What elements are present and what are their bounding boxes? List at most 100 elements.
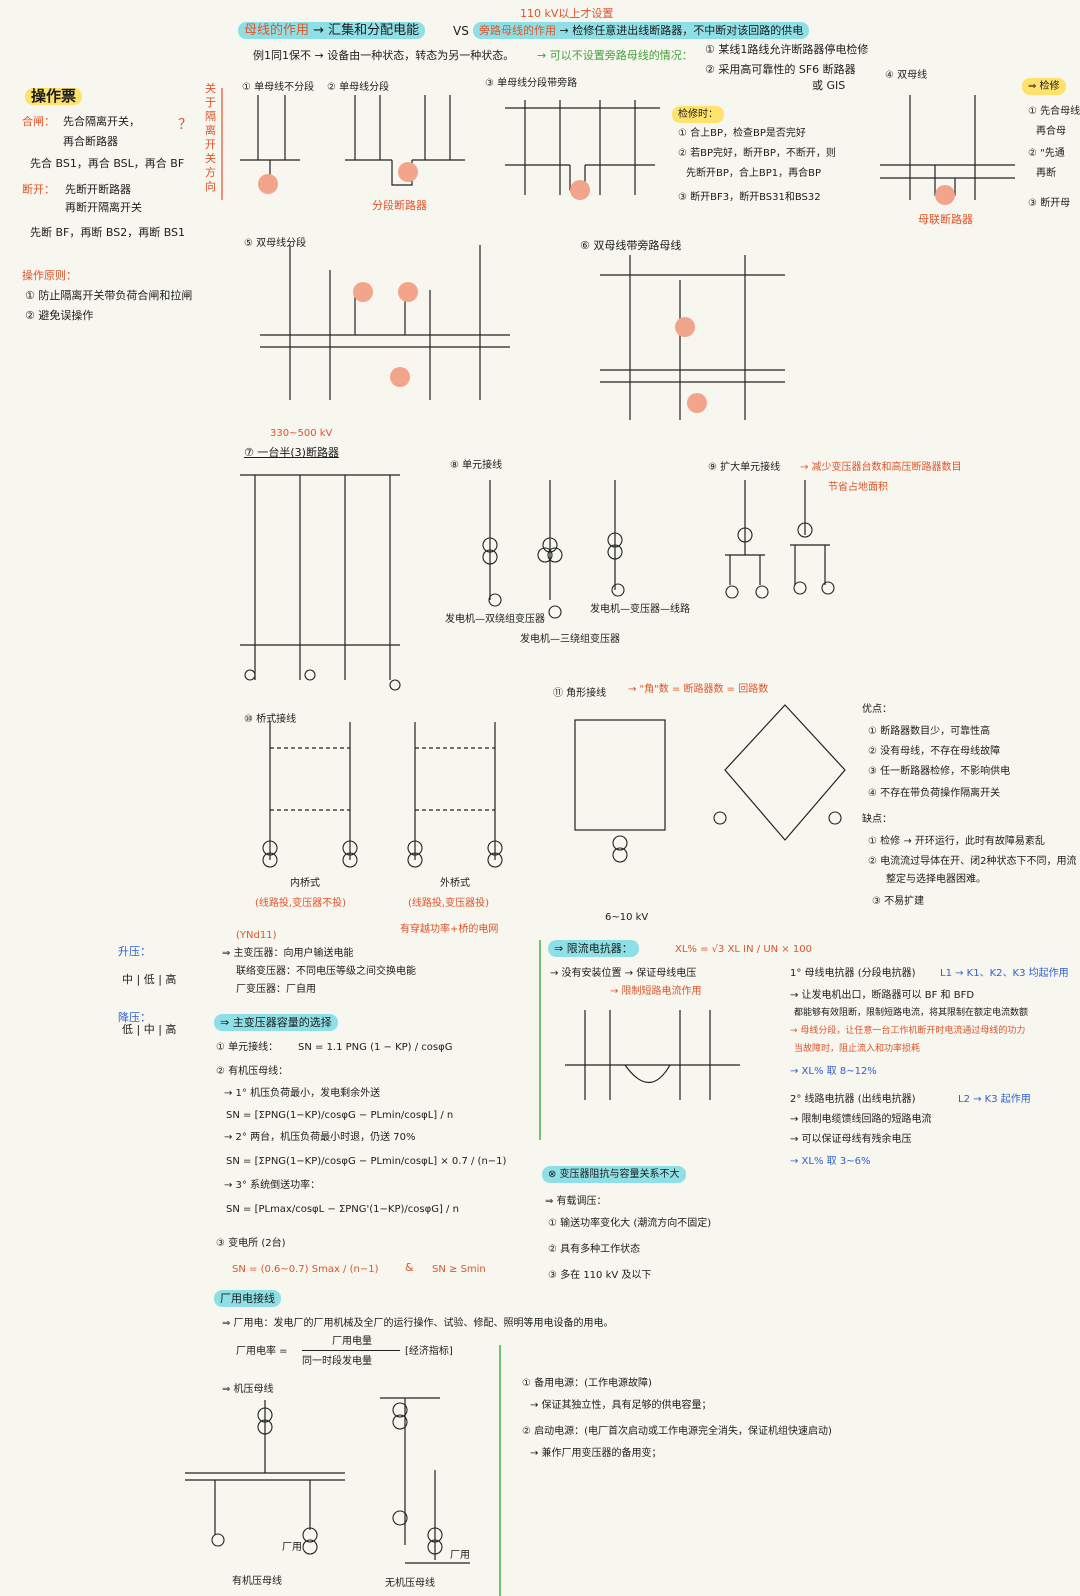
bus-role-desc: → 汇集和分配电能 bbox=[313, 23, 420, 38]
close-label: 合闸： bbox=[22, 115, 55, 128]
diagram-6-title: ⑥ 双母线带旁路母线 bbox=[580, 239, 682, 252]
gen-bus-label: ⇒ 机压母线 bbox=[222, 1384, 274, 1395]
sub-and: & bbox=[405, 1261, 414, 1274]
operation-title: 操作票 bbox=[25, 88, 83, 105]
tx-impedance-title: ⊗ 变压器阻抗与容量关系不大 bbox=[542, 1166, 686, 1183]
right-edge-item-1b: 再合母 bbox=[1036, 126, 1066, 137]
gen-bus: ② 有机压母线： bbox=[216, 1066, 289, 1077]
ynd-note: (YNd11) bbox=[236, 930, 277, 941]
diagram-9-title: ⑨ 扩大单元接线 bbox=[708, 462, 781, 473]
bus-reactor-note: L1 → K1、K2、K3 均起作用 bbox=[940, 968, 1069, 979]
reactor-title: ⇒ 限流电抗器： bbox=[548, 940, 639, 957]
link-tx: 联络变压器：不同电压等级之间交换电能 bbox=[236, 966, 416, 977]
bypass-role-title: 旁路母线的作用 → 检修任意进出线断路器，不中断对该回路的供电 bbox=[473, 22, 810, 39]
aux-rate-label: 厂用电率 = bbox=[236, 1346, 288, 1357]
formula-2: SN = [ΣPNG(1−KP)/cosφG − PLmin/cosφL] × … bbox=[226, 1156, 507, 1167]
reactor-formula: XL% = √3 XL IN / UN × 100 bbox=[675, 944, 812, 955]
d9-note-2: 节省占地面积 bbox=[828, 482, 888, 493]
bypass-role-label: 旁路母线的作用 bbox=[479, 24, 556, 37]
bus-xl: → XL% 取 8~12% bbox=[790, 1066, 877, 1077]
aux-tx: 厂变压器：厂自用 bbox=[236, 984, 316, 995]
open-step-2: 再断开隔离开关 bbox=[65, 201, 142, 214]
sub-formula: SN = (0.6~0.7) Smax / (n−1) bbox=[232, 1264, 379, 1275]
bypass-note-under: → 可以不设置旁路母线的情况： bbox=[537, 49, 693, 62]
reactor-purpose: → 没有安装位置 → 保证母线电压 bbox=[550, 968, 697, 979]
onload-title: ⇒ 有载调压： bbox=[545, 1196, 607, 1207]
backup-desc: → 保证其独立性，具有足够的供电容量； bbox=[530, 1400, 712, 1411]
without-gen-bus: 无机压母线 bbox=[385, 1578, 435, 1589]
d8-label-1: 发电机—双绕组变压器 bbox=[445, 614, 545, 625]
start-desc: → 兼作厂用变压器的备用变； bbox=[530, 1448, 662, 1459]
right-edge-item-3: ③ 断开母 bbox=[1028, 198, 1071, 209]
principle-1: ① 防止隔离开关带负荷合闸和拉闸 bbox=[25, 289, 193, 302]
line-reactor-note: L2 → K3 起作用 bbox=[958, 1094, 1031, 1105]
d10-inner-note: (线路投,变压器不投) bbox=[255, 898, 346, 909]
d3-note-title: 检修时： bbox=[672, 106, 724, 123]
d3-step-3: ③ 断开BF3，断开BS31和BS32 bbox=[678, 192, 821, 203]
aux-power-def: ⇒ 厂用电：发电厂的厂用机械及全厂的运行操作、试验、修配、照明等用电设备的用电。 bbox=[222, 1318, 614, 1329]
side-note-vertical: 关于隔离开关方向 bbox=[205, 82, 216, 193]
d10-outer: 外桥式 bbox=[440, 878, 470, 889]
right-edge-title: ⇒ 检修 bbox=[1022, 78, 1066, 95]
aux-rate-num: 厂用电量 bbox=[332, 1336, 372, 1347]
bus-desc-1: → 让发电机出口，断路器可以 BF 和 BFD bbox=[790, 990, 975, 1001]
example-label: 例1同1保不 bbox=[253, 49, 311, 62]
onload-2: ② 具有多种工作状态 bbox=[548, 1244, 641, 1255]
step-down-label: 降压： bbox=[118, 1011, 151, 1024]
close-step-2: 再合断路器 bbox=[63, 135, 118, 148]
bus-desc-2: 都能够有效阻断，限制短路电流，将其限制在额定电流数额 bbox=[794, 1008, 1029, 1018]
formula-3: SN = [PLmax/cosφL − ΣPNG'(1−KP)/cosφG] /… bbox=[226, 1204, 459, 1215]
diagram-4-red-label: 母联断路器 bbox=[918, 213, 973, 226]
d9-note: → 减少变压器台数和高压断路器数目 bbox=[800, 462, 962, 473]
d10-outer-note: (线路投,变压器投) bbox=[408, 898, 489, 909]
diagram-7-title: ⑦ 一台半(3)断路器 bbox=[244, 446, 339, 459]
bypass-case-1: ① 某线1路线允许断路器停电检修 bbox=[705, 43, 869, 56]
open-sequence: 先断 BF，再断 BS2，再断 BS1 bbox=[30, 226, 186, 239]
ring-adv-4: ④ 不存在带负荷操作隔离开关 bbox=[868, 788, 1001, 799]
example-desc: → 设备由一种状态，转态为另一种状态。 bbox=[314, 49, 515, 62]
ring-dis-3: ③ 不易扩建 bbox=[872, 896, 925, 907]
bus-role-label: 母线的作用 bbox=[244, 23, 310, 38]
diagram-2-title: ② 单母线分段 bbox=[327, 82, 390, 93]
d8-label-2: 发电机—三绕组变压器 bbox=[520, 634, 620, 645]
diagram-7-voltage: 330~500 kV bbox=[270, 428, 333, 439]
bypass-case-2b: 或 GIS bbox=[812, 79, 846, 92]
unit-conn: ① 单元接线： bbox=[216, 1042, 279, 1053]
ring-adv-1: ① 断路器数目少，可靠性高 bbox=[868, 726, 991, 737]
aux-label-2: 厂用 bbox=[450, 1550, 470, 1561]
diagram-5-title: ⑤ 双母线分段 bbox=[244, 238, 307, 249]
case-1: → 1° 机压负荷最小，发电剩余外送 bbox=[224, 1088, 381, 1099]
principle-title: 操作原则： bbox=[22, 269, 77, 282]
right-edge-item-2b: 再断 bbox=[1036, 168, 1056, 179]
step-up-value: 中 | 低 | 高 bbox=[122, 973, 177, 986]
bus-reactor: 1° 母线电抗器 (分段电抗器) bbox=[790, 968, 916, 979]
aux-rate-note: [经济指标] bbox=[405, 1346, 453, 1357]
d11-note: → "角"数 = 断路器数 = 回路数 bbox=[628, 684, 769, 695]
ring-adv-3: ③ 任一断路器检修，不影响供电 bbox=[868, 766, 1011, 777]
d3-step-2: ② 若BP完好，断开BP，不断开，则 bbox=[678, 148, 836, 159]
d3-step-1: ① 合上BP，检查BP是否完好 bbox=[678, 128, 806, 139]
aux-power-title: 厂用电接线 bbox=[214, 1290, 281, 1307]
bus-desc-red-2: 当故障时，阻止流入和功率损耗 bbox=[794, 1044, 921, 1054]
step-down-value: 低 | 中 | 高 bbox=[122, 1023, 177, 1036]
diagram-4-title: ④ 双母线 bbox=[885, 70, 928, 81]
line-desc-1: → 限制电缆馈线回路的短路电流 bbox=[790, 1114, 932, 1125]
d8-label-3: 发电机—变压器—线路 bbox=[590, 604, 690, 615]
line-reactor: 2° 线路电抗器 (出线电抗器) bbox=[790, 1094, 916, 1105]
ring-adv-2: ② 没有母线，不存在母线故障 bbox=[868, 746, 1001, 757]
onload-3: ③ 多在 110 kV 及以下 bbox=[548, 1270, 652, 1281]
ring-adv-title: 优点： bbox=[862, 704, 892, 715]
open-label: 断开： bbox=[22, 183, 55, 196]
aux-rate-den: 同一时段发电量 bbox=[302, 1356, 372, 1367]
ring-dis-1: ① 检修 → 开环运行，此时有故障易紊乱 bbox=[868, 836, 1045, 847]
reactor-purpose-2: → 限制短路电流作用 bbox=[610, 986, 702, 997]
d3-step-2b: 先断开BP，合上BP1，再合BP bbox=[686, 168, 822, 179]
reactor-voltage: 6~10 kV bbox=[605, 912, 649, 923]
main-tx: ⇒ 主变压器：向用户输送电能 bbox=[222, 948, 354, 959]
d10-inner: 内桥式 bbox=[290, 878, 320, 889]
right-edge-item-1: ① 先合母线 bbox=[1028, 106, 1080, 117]
open-step-1: 先断开断路器 bbox=[65, 183, 131, 196]
substation: ③ 变电所 (2台) bbox=[216, 1238, 286, 1249]
diagram-1-title: ① 单母线不分段 bbox=[242, 82, 315, 93]
